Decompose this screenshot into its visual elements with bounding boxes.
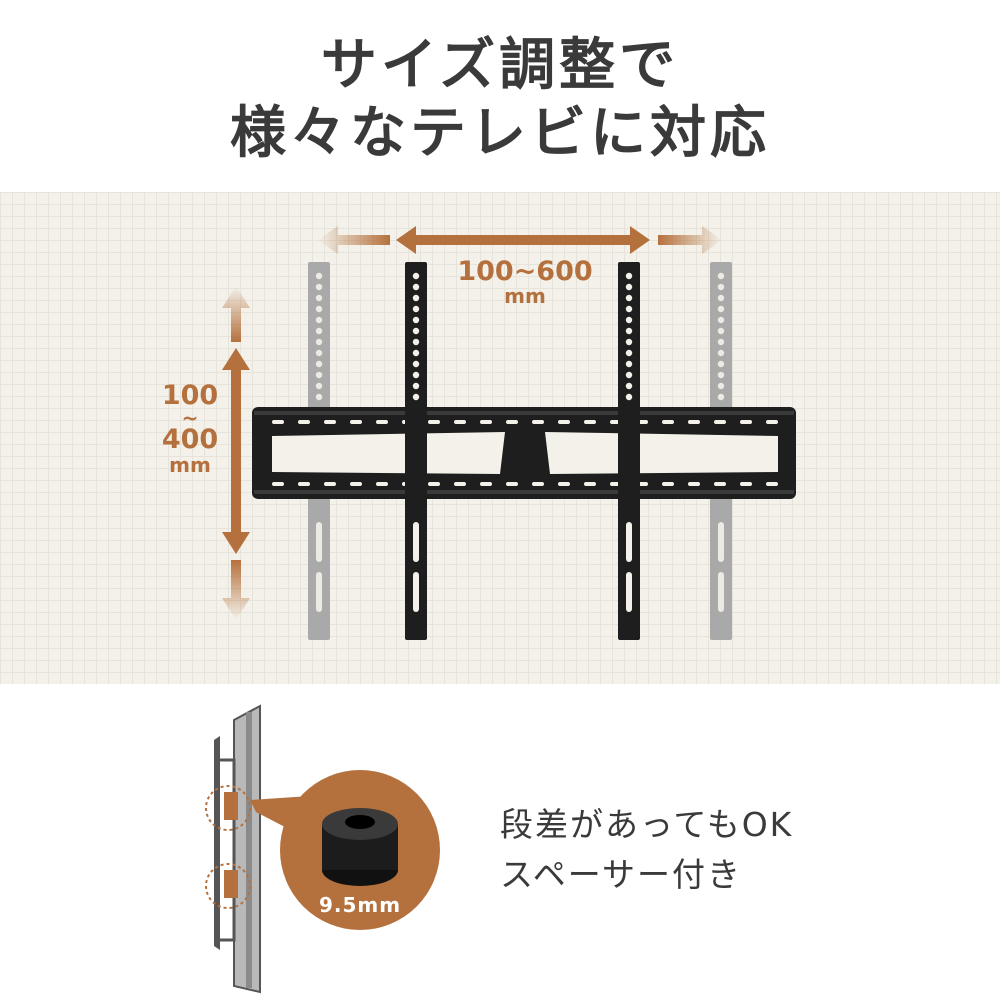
spacer-highlight-top [205,785,251,831]
vertical-range-tilde: ~ [181,406,199,431]
horizontal-adjust-arrows [318,226,722,254]
arrow-both [396,226,650,254]
arrow-up-faded [222,286,250,342]
arrow-left-faded [318,226,390,254]
horizontal-range-unit: mm [504,284,546,309]
horizontal-range-value: 100~600 [457,256,593,287]
vertical-range-to: 400 [161,424,219,456]
bracket-diagram [222,226,796,640]
spacer-hole [345,815,375,829]
spacer-illustration [205,704,440,994]
vertical-range-from: 100 [161,380,219,411]
bar-cutout-right [545,432,778,474]
spacer-top [224,792,238,820]
black-arms [405,262,640,640]
bar-cutout-left [272,432,505,474]
heading-line-1: サイズ調整で [320,33,680,98]
arrow-vertical-both [222,348,250,554]
vertical-adjust-arrows [222,286,250,620]
feature-line-1: 段差があってもOK [500,805,794,844]
feature-line-2: スペーサー付き [500,855,743,894]
spacer-size-label: 9.5mm [318,893,402,917]
spacer-bottom [224,870,238,898]
arrow-right-faded [658,226,722,254]
black-arm-right [618,262,640,640]
spacer-highlight-bottom [205,863,251,909]
horizontal-bracket-bar [252,407,796,499]
wall-bracket-profile [214,736,220,950]
vertical-range-unit: mm [169,452,211,477]
horizontal-range-label: 100~600 mm [435,256,615,309]
vertical-range-label: 100 ~ 400 mm [140,380,240,477]
arrow-down-faded [222,560,250,620]
black-arm-left [405,262,427,640]
heading-line-2: 様々なテレビに対応 [230,101,770,166]
